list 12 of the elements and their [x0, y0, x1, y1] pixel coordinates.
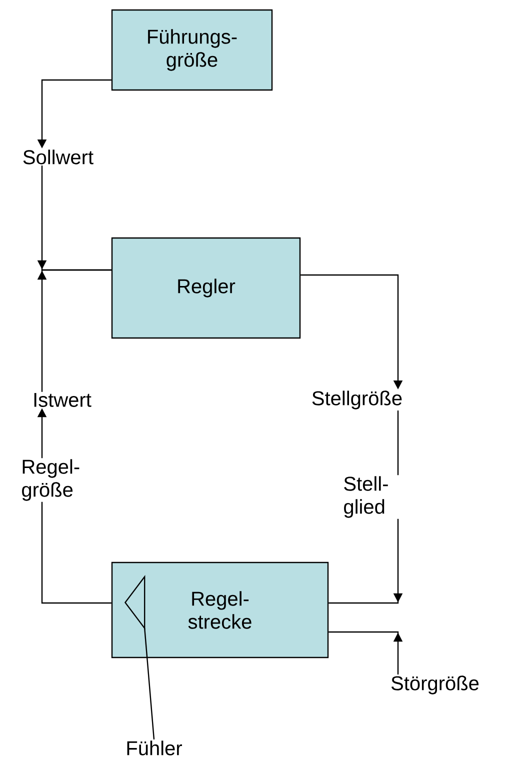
- signal-label: Istwert: [34, 393, 92, 407]
- signal-label: Sollwert: [23, 150, 94, 164]
- signal-label: Stellgröße: [312, 390, 402, 410]
- edge-label: Regel- größe: [22, 459, 80, 501]
- process-box: Regel- strecke: [111, 562, 329, 658]
- signal-label: Störgröße: [391, 676, 479, 694]
- process-box: Führungs- größe: [111, 9, 273, 91]
- signal-label: Fühler: [127, 740, 182, 756]
- arrow: [37, 269, 112, 392]
- edge-label: Stell- glied: [344, 476, 388, 518]
- leader-line: [144, 628, 155, 740]
- process-box: Regler: [111, 237, 301, 339]
